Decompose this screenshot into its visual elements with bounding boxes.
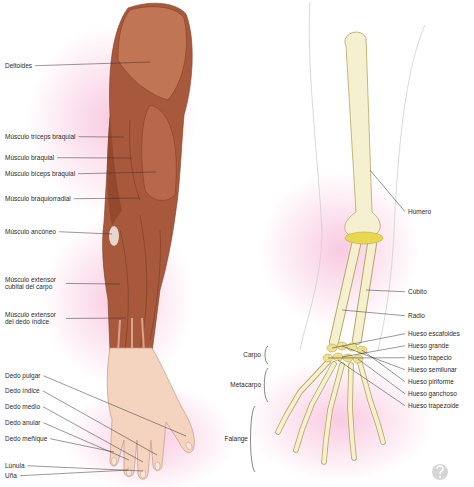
finger-label: Dedo medio <box>5 403 40 410</box>
nail-label: Uña <box>5 472 17 479</box>
leader-line <box>328 357 405 358</box>
finger-label: Dedo meñique <box>5 435 47 442</box>
muscle-label: Músculo bíceps braquial <box>5 170 75 177</box>
leader-line <box>78 136 124 137</box>
leader-line <box>20 470 129 476</box>
bone-label: Hueso semilunar <box>408 366 457 373</box>
muscle-label: Músculo tríceps braquial <box>5 133 75 140</box>
leader-line <box>366 290 405 292</box>
leader-line <box>43 376 186 436</box>
leader-line <box>74 198 140 200</box>
bone-label: Húmero <box>408 208 431 215</box>
leader-line <box>43 391 157 455</box>
bone-label: Cúbito <box>408 288 427 295</box>
bone-label: Hueso trapecio <box>408 354 452 361</box>
muscle-label: Músculo braquiorradial <box>5 195 71 202</box>
leader-line <box>358 359 405 394</box>
nail-label: Lúnula <box>5 462 25 469</box>
leader-line <box>332 334 405 348</box>
leader-line <box>66 283 120 285</box>
leader-line <box>57 157 132 158</box>
bone-label: Radio <box>408 312 425 319</box>
bone-label: Hueso grande <box>408 342 449 349</box>
leader-line <box>66 318 126 319</box>
muscle-label: Deltoides <box>5 62 32 69</box>
finger-label: Dedo índice <box>5 387 40 394</box>
leader-line <box>43 423 129 460</box>
leader-line <box>342 346 405 357</box>
bone-label: Hueso escafoides <box>408 330 460 337</box>
region-label: Metacarpo <box>230 381 261 388</box>
muscle-label: Músculo ancóneo <box>5 228 56 235</box>
leader-line <box>78 172 156 174</box>
leader-line <box>342 310 405 316</box>
leader-line <box>370 170 405 212</box>
region-label: Falange <box>225 435 249 442</box>
bone-label: Hueso ganchoso <box>408 390 457 397</box>
finger-label: Dedo pulgar <box>5 372 40 379</box>
leader-line <box>362 350 405 382</box>
region-label: Carpo <box>243 351 261 358</box>
leader-line <box>50 439 114 452</box>
leader-line <box>59 232 112 234</box>
muscle-label: Músculo extensor cubital del carpo <box>5 276 63 291</box>
leader-line <box>35 62 150 66</box>
leader-line <box>338 360 405 406</box>
muscle-label: Músculo braquial <box>5 154 54 161</box>
leader-line <box>342 346 405 370</box>
leader-line <box>43 407 143 462</box>
bone-label: Hueso trapezoide <box>408 402 459 409</box>
muscle-label: Músculo extensor del dedo índice <box>5 311 63 326</box>
bone-label: Hueso piriforme <box>408 378 454 385</box>
finger-label: Dedo anular <box>5 419 40 426</box>
